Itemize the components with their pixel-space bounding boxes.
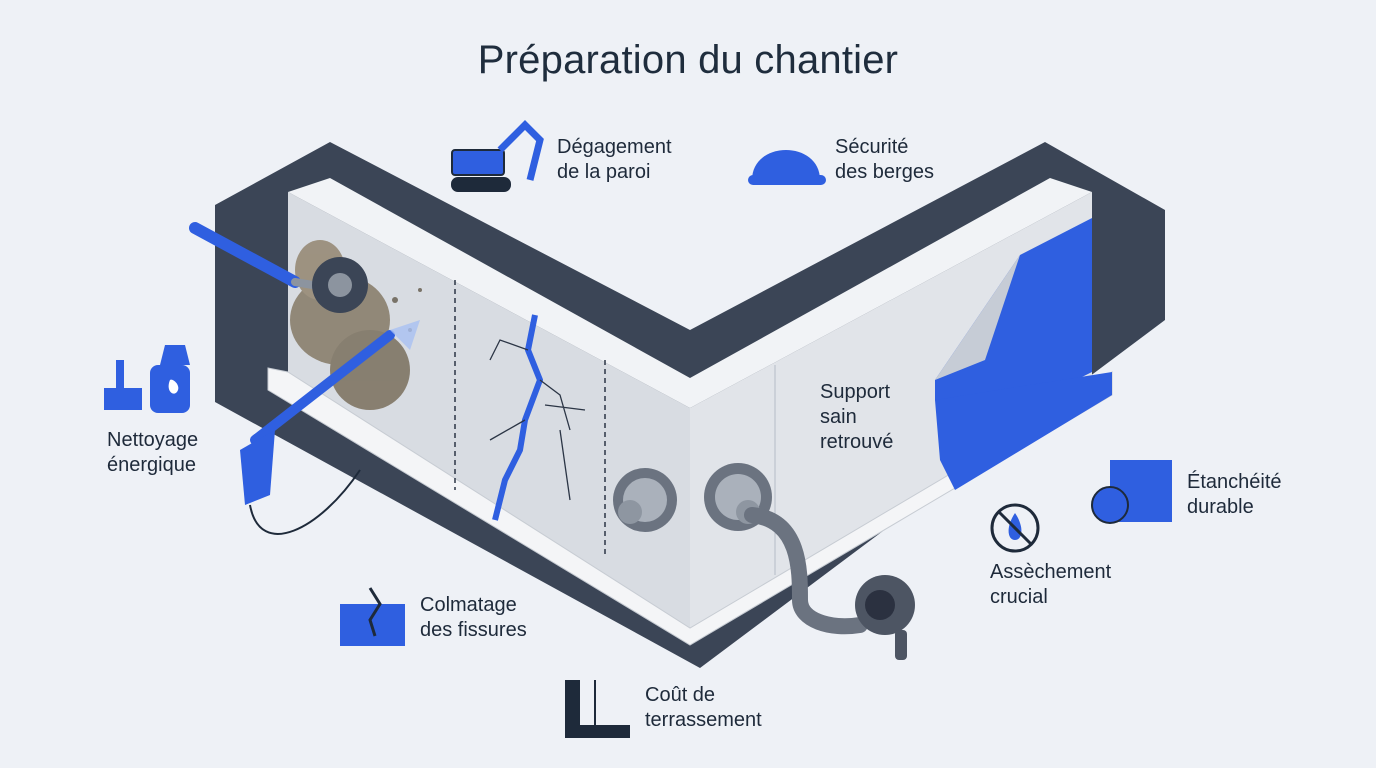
label-etancheite: Étanchéité durable [1187,471,1282,518]
pump-icon [855,575,915,660]
excavation-depth-icon [565,680,630,738]
label-cout: Coût de terrassement [645,684,762,731]
label-assechement: Assèchement crucial [990,561,1112,608]
label-degagement: Dégagement de la paroi [557,136,672,183]
crack-icon [340,587,405,646]
hard-hat-icon [748,150,826,185]
spray-bottle-icon [150,345,190,413]
label-support: Support sain retrouvé [820,381,894,453]
drain-pipe-1 [613,468,677,532]
pressure-washer-icon [240,320,420,535]
left-wall-face [288,192,690,628]
wall-cap [288,178,1092,408]
rotary-brush-icon [189,222,368,313]
excavator-icon [451,120,544,192]
label-securite: Sécurité des berges [835,136,934,183]
membrane-roll-icon [1091,460,1172,524]
label-nettoyage: Nettoyage énergique [107,429,199,476]
label-colmatage: Colmatage des fissures [420,594,527,641]
brush-icon [104,360,142,410]
page-title: Préparation du chantier [477,38,899,82]
no-water-icon [990,503,1040,553]
